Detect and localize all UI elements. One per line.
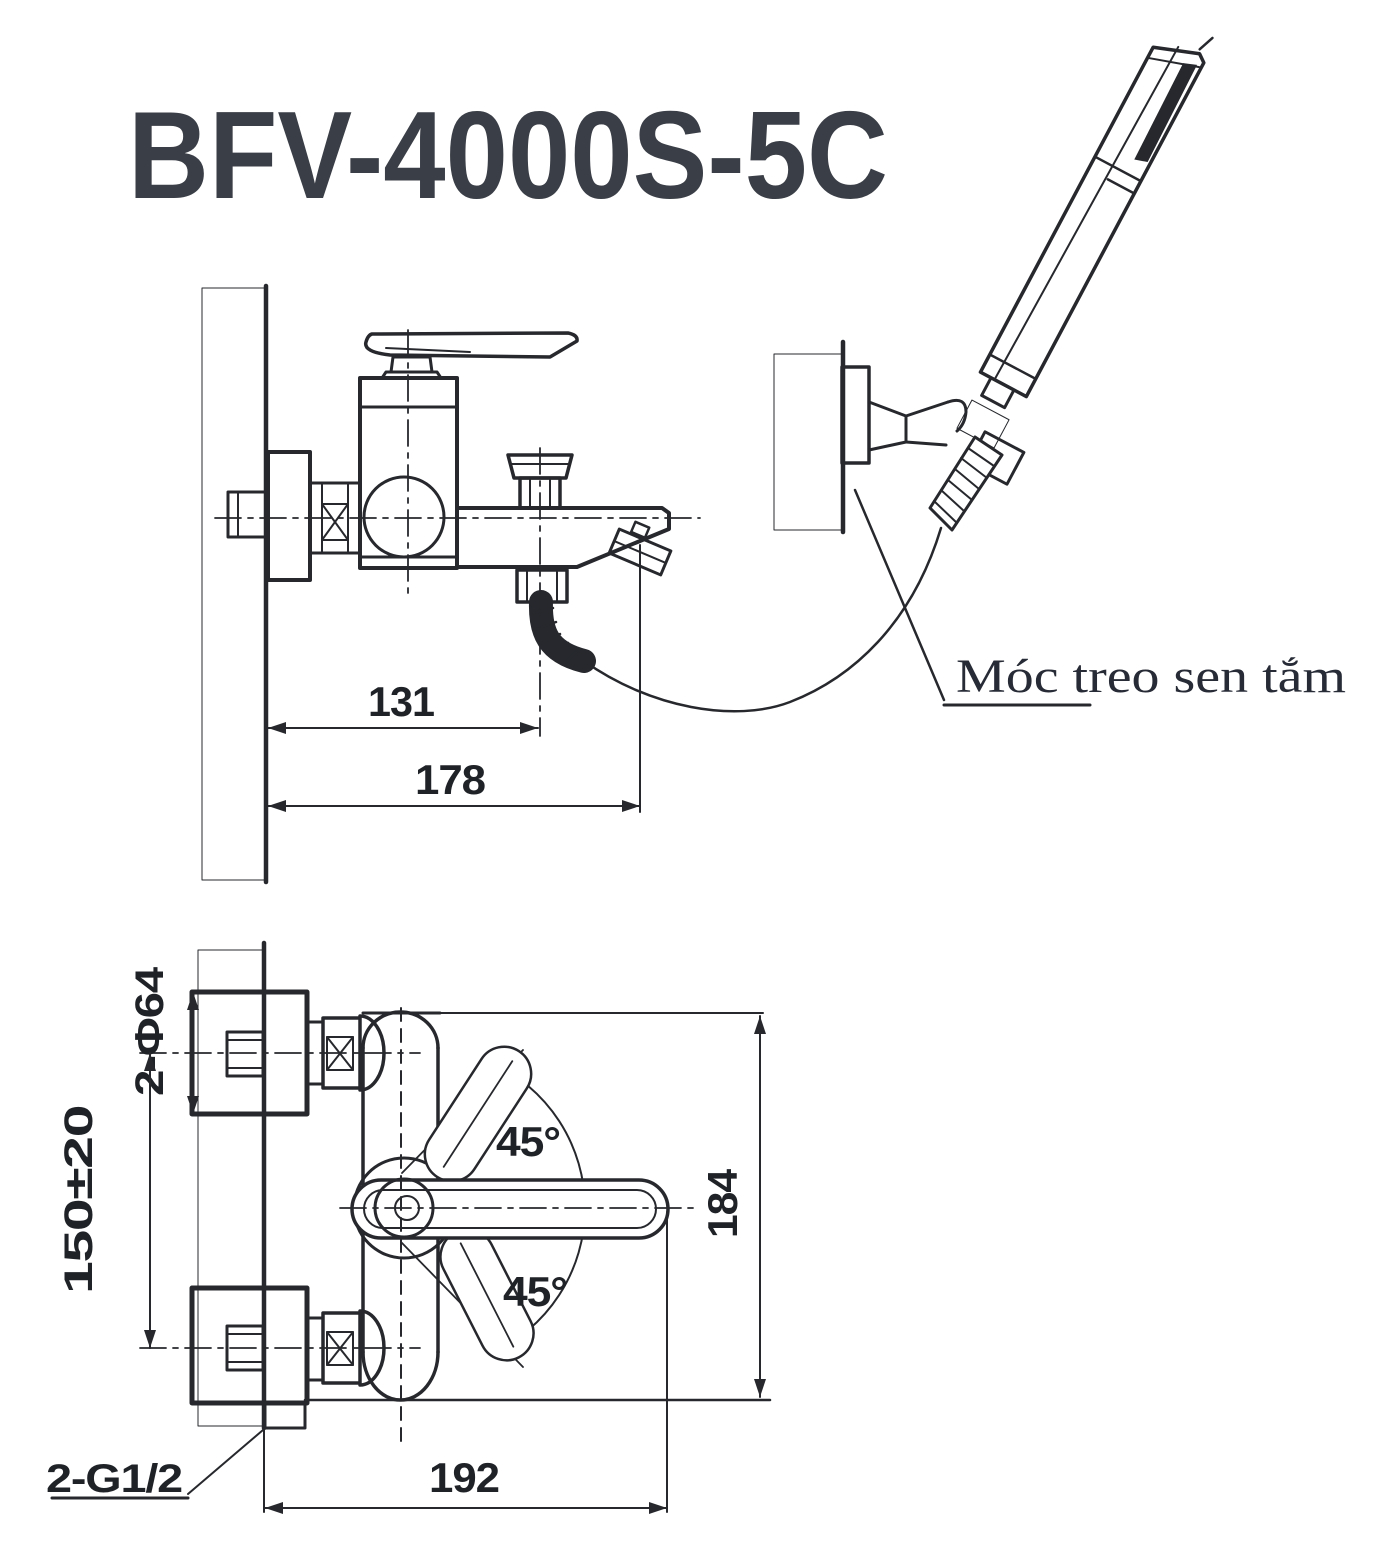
- dim-178-text: 178: [415, 756, 486, 803]
- spout-outlet: [607, 520, 673, 577]
- thread-label-group: 2-G1/2: [46, 1429, 264, 1501]
- handle-front: 45° 45°: [350, 1045, 670, 1368]
- leader-line: [853, 488, 946, 702]
- wall-hatch: [201, 287, 267, 881]
- handle-phantom-up: [423, 1045, 533, 1183]
- hook-label: Móc treo sen tắm: [956, 650, 1346, 703]
- dim-flange: 2-Φ64: [128, 966, 199, 1115]
- inlet-bottom: [189, 1285, 386, 1430]
- dim-192: 192: [264, 1211, 668, 1514]
- hook-wall-hatch: [773, 353, 843, 531]
- hand-shower-drawing: Móc treo sen tắm: [773, 36, 1346, 707]
- handle-lever-front: [350, 1178, 670, 1240]
- dim-131: 131: [267, 678, 539, 734]
- front-wall-hatch: [197, 949, 264, 1427]
- side-view-drawing: 131 178: [201, 283, 943, 885]
- angle-up-text: 45°: [496, 1118, 560, 1165]
- lever-handle: [363, 331, 579, 380]
- spray-face-stripe: [1134, 63, 1198, 163]
- wall-flange: [266, 450, 312, 582]
- valve-ball: [362, 475, 446, 559]
- hose-outlet: [515, 568, 596, 673]
- hook-label-group: Móc treo sen tắm: [853, 488, 1346, 707]
- dim-184-text: 184: [699, 1168, 746, 1238]
- inlet-stub: [226, 490, 270, 539]
- scan-edge-strip: [0, 0, 1400, 12]
- thread-label: 2-G1/2: [46, 1457, 182, 1501]
- product-title: BFV-4000S-5C: [128, 87, 888, 225]
- hose-spring-guard: [928, 435, 1004, 532]
- hook-bracket: [840, 365, 968, 465]
- front-view-drawing: 45° 45° 2-Φ64 150±20 184: [46, 940, 772, 1514]
- shower-hose: [582, 526, 943, 713]
- shower-wand: [978, 36, 1214, 410]
- dim-178: 178: [267, 756, 641, 812]
- thread-leader-line: [187, 1429, 264, 1495]
- dim-131-text: 131: [368, 678, 435, 725]
- dim-inlet-spacing-text: 150±20: [57, 1106, 101, 1294]
- dim-192-text: 192: [429, 1454, 499, 1501]
- dim-inlet-spacing: 150±20: [57, 1052, 156, 1349]
- dim-184: 184: [439, 1012, 766, 1398]
- angle-down-text: 45°: [503, 1268, 567, 1315]
